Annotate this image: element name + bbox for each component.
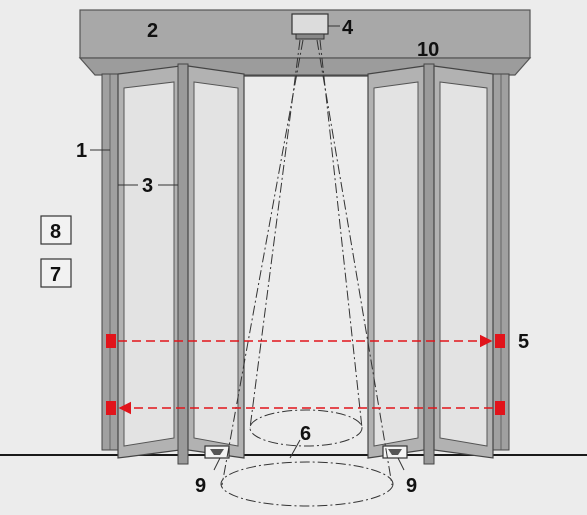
left-hinge-post (177, 63, 189, 465)
label-detection-zone: 6 (300, 423, 311, 445)
label-floor-sensor-left: 9 (195, 475, 206, 497)
label-floor-sensor-right: 9 (406, 475, 417, 497)
right-hinge-post (423, 63, 435, 465)
light-barrier-left-upper (106, 334, 116, 348)
leader-6 (289, 439, 301, 459)
box-label-upper: 8 (40, 215, 72, 245)
box-label-lower: 7 (40, 258, 72, 288)
label-light-barrier: 5 (518, 331, 529, 353)
label-frame: 1 (76, 140, 87, 162)
label-motion-sensor: 4 (342, 17, 354, 39)
label-panel: 3 (142, 175, 153, 197)
light-barrier-right-upper (495, 334, 505, 348)
label-door-top: 10 (417, 39, 439, 61)
label-header: 2 (147, 20, 158, 42)
motion-sensor-icon (291, 13, 329, 40)
right-inner-panel (367, 65, 425, 459)
box-label-lower-text: 7 (50, 264, 61, 286)
left-frame-post (101, 73, 119, 451)
light-barrier-right-lower (495, 401, 505, 415)
leader-9-right (397, 457, 405, 471)
floor-sensor-left-icon (204, 445, 230, 459)
leader-9-left (213, 457, 221, 471)
left-inner-panel (187, 65, 245, 459)
box-label-upper-text: 8 (50, 221, 61, 243)
light-barrier-left-lower (106, 401, 116, 415)
detection-cone (220, 39, 394, 507)
floor-sensor-right-icon (382, 445, 408, 459)
right-frame-post (492, 73, 510, 451)
left-outer-panel (117, 65, 181, 459)
right-outer-panel (433, 65, 494, 459)
